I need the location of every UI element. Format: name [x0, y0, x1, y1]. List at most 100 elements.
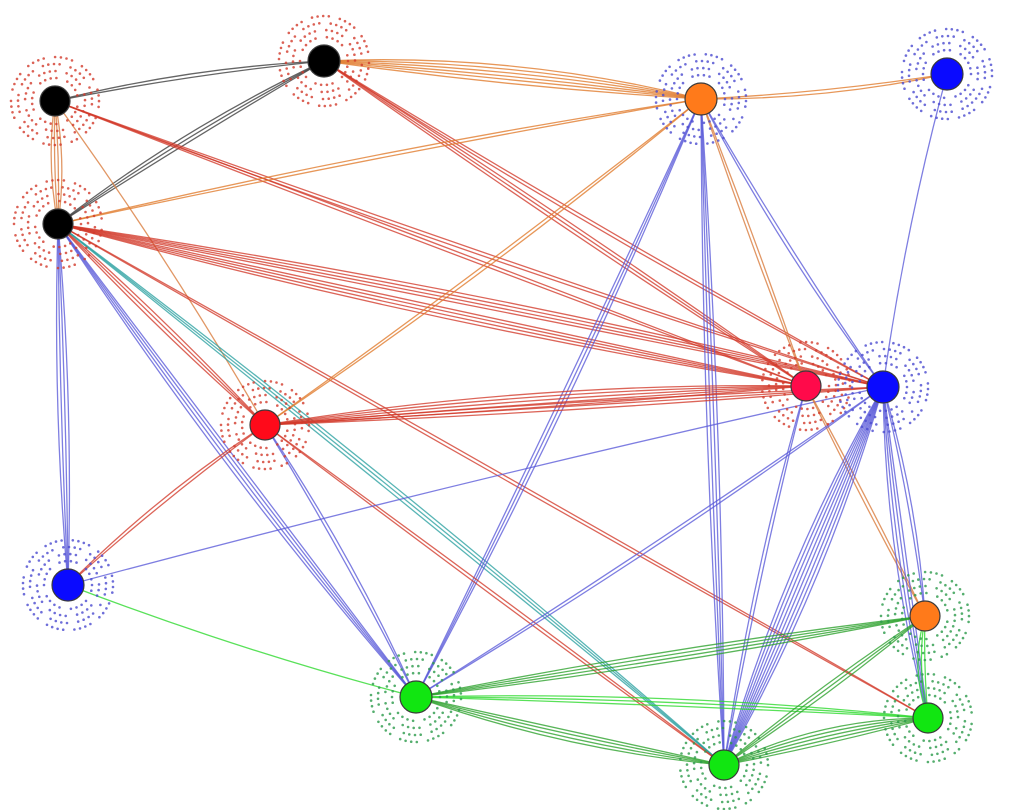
edge	[264, 424, 725, 766]
halo-dot	[241, 461, 245, 465]
halo-dot	[310, 95, 314, 99]
halo-dot	[95, 594, 99, 597]
halo-dot	[778, 399, 782, 402]
halo-dot	[353, 53, 356, 56]
halo-dot	[916, 62, 920, 65]
halo-dot	[380, 725, 384, 728]
halo-dot	[692, 742, 696, 745]
halo-dot	[244, 447, 248, 450]
edge	[57, 223, 807, 387]
nodes-layer	[39, 44, 964, 781]
halo-dot	[276, 443, 279, 446]
halo-dot	[924, 61, 927, 65]
halo-dot	[42, 583, 46, 587]
halo-dot	[966, 104, 969, 108]
halo-dot	[679, 65, 682, 69]
halo-dot	[390, 695, 394, 699]
halo-dot	[309, 39, 312, 43]
halo-dot	[712, 735, 715, 739]
halo-dot	[338, 17, 342, 21]
halo-dot	[953, 613, 957, 617]
halo-dot	[944, 110, 948, 114]
edge	[54, 100, 266, 426]
edge	[323, 59, 702, 100]
edge	[323, 60, 702, 100]
halo-dot	[34, 251, 37, 255]
halo-dot	[346, 80, 349, 83]
halo-dot	[946, 609, 949, 612]
halo-dot	[903, 736, 907, 739]
halo-dot	[406, 725, 410, 729]
halo-dot	[346, 54, 349, 57]
edge	[415, 98, 702, 698]
halo-dot	[257, 387, 260, 390]
halo-dot	[673, 124, 676, 128]
halo-dot	[668, 98, 672, 101]
halo-dot	[810, 341, 814, 344]
halo-dot	[23, 78, 27, 81]
halo-dot	[912, 699, 915, 702]
halo-dot	[89, 562, 92, 565]
halo-dot	[903, 374, 906, 378]
halo-dot	[814, 420, 817, 424]
halo-dot	[31, 61, 35, 65]
halo-dot	[401, 715, 404, 719]
halo-dot	[32, 91, 35, 94]
halo-dot	[955, 740, 958, 744]
halo-dot	[967, 700, 970, 703]
halo-dot	[937, 102, 941, 106]
halo-dot	[925, 591, 928, 595]
halo-dot	[848, 379, 851, 382]
halo-dot	[344, 70, 347, 74]
node-halo-n2	[277, 14, 371, 108]
halo-dot	[70, 74, 73, 78]
halo-dot	[279, 390, 282, 393]
halo-dot	[943, 701, 947, 704]
halo-dot	[691, 732, 695, 736]
halo-dot	[27, 114, 31, 117]
halo-dot	[958, 588, 962, 591]
halo-dot	[445, 695, 449, 698]
halo-dot	[718, 122, 722, 125]
halo-dot	[928, 693, 931, 697]
halo-dot	[88, 86, 91, 89]
halo-dot	[836, 366, 840, 369]
halo-dot	[972, 108, 976, 112]
halo-dot	[959, 44, 962, 48]
halo-dot	[90, 102, 94, 106]
halo-dot	[912, 734, 915, 737]
halo-dot	[402, 652, 406, 655]
halo-dot	[44, 128, 48, 131]
halo-dot	[743, 742, 747, 745]
halo-dot	[23, 238, 27, 242]
halo-dot	[687, 752, 691, 755]
halo-dot	[87, 253, 91, 257]
halo-dot	[818, 411, 821, 415]
halo-dot	[450, 682, 454, 686]
halo-dot	[907, 740, 911, 743]
halo-dot	[949, 711, 952, 714]
halo-dot	[445, 700, 448, 704]
halo-dot	[40, 610, 43, 614]
halo-dot	[710, 728, 714, 732]
halo-dot	[903, 396, 906, 400]
halo-dot	[946, 727, 950, 731]
halo-dot	[690, 68, 694, 71]
halo-dot	[878, 361, 882, 365]
halos-layer	[9, 14, 994, 810]
edge	[723, 615, 926, 766]
halo-dot	[986, 91, 990, 94]
halo-dot	[46, 194, 49, 198]
halo-dot	[111, 591, 114, 594]
edge	[57, 223, 807, 387]
halo-dot	[921, 72, 925, 76]
edge-bundle-n7-n12	[723, 385, 807, 766]
halo-dot	[736, 790, 739, 794]
node-halo-n10	[369, 650, 463, 744]
halo-dot	[972, 45, 975, 49]
halo-dot	[340, 25, 343, 29]
halo-dot	[745, 783, 748, 787]
halo-dot	[960, 100, 963, 103]
halo-dot	[687, 54, 691, 57]
edge-bundle-n1-n2	[54, 60, 325, 102]
